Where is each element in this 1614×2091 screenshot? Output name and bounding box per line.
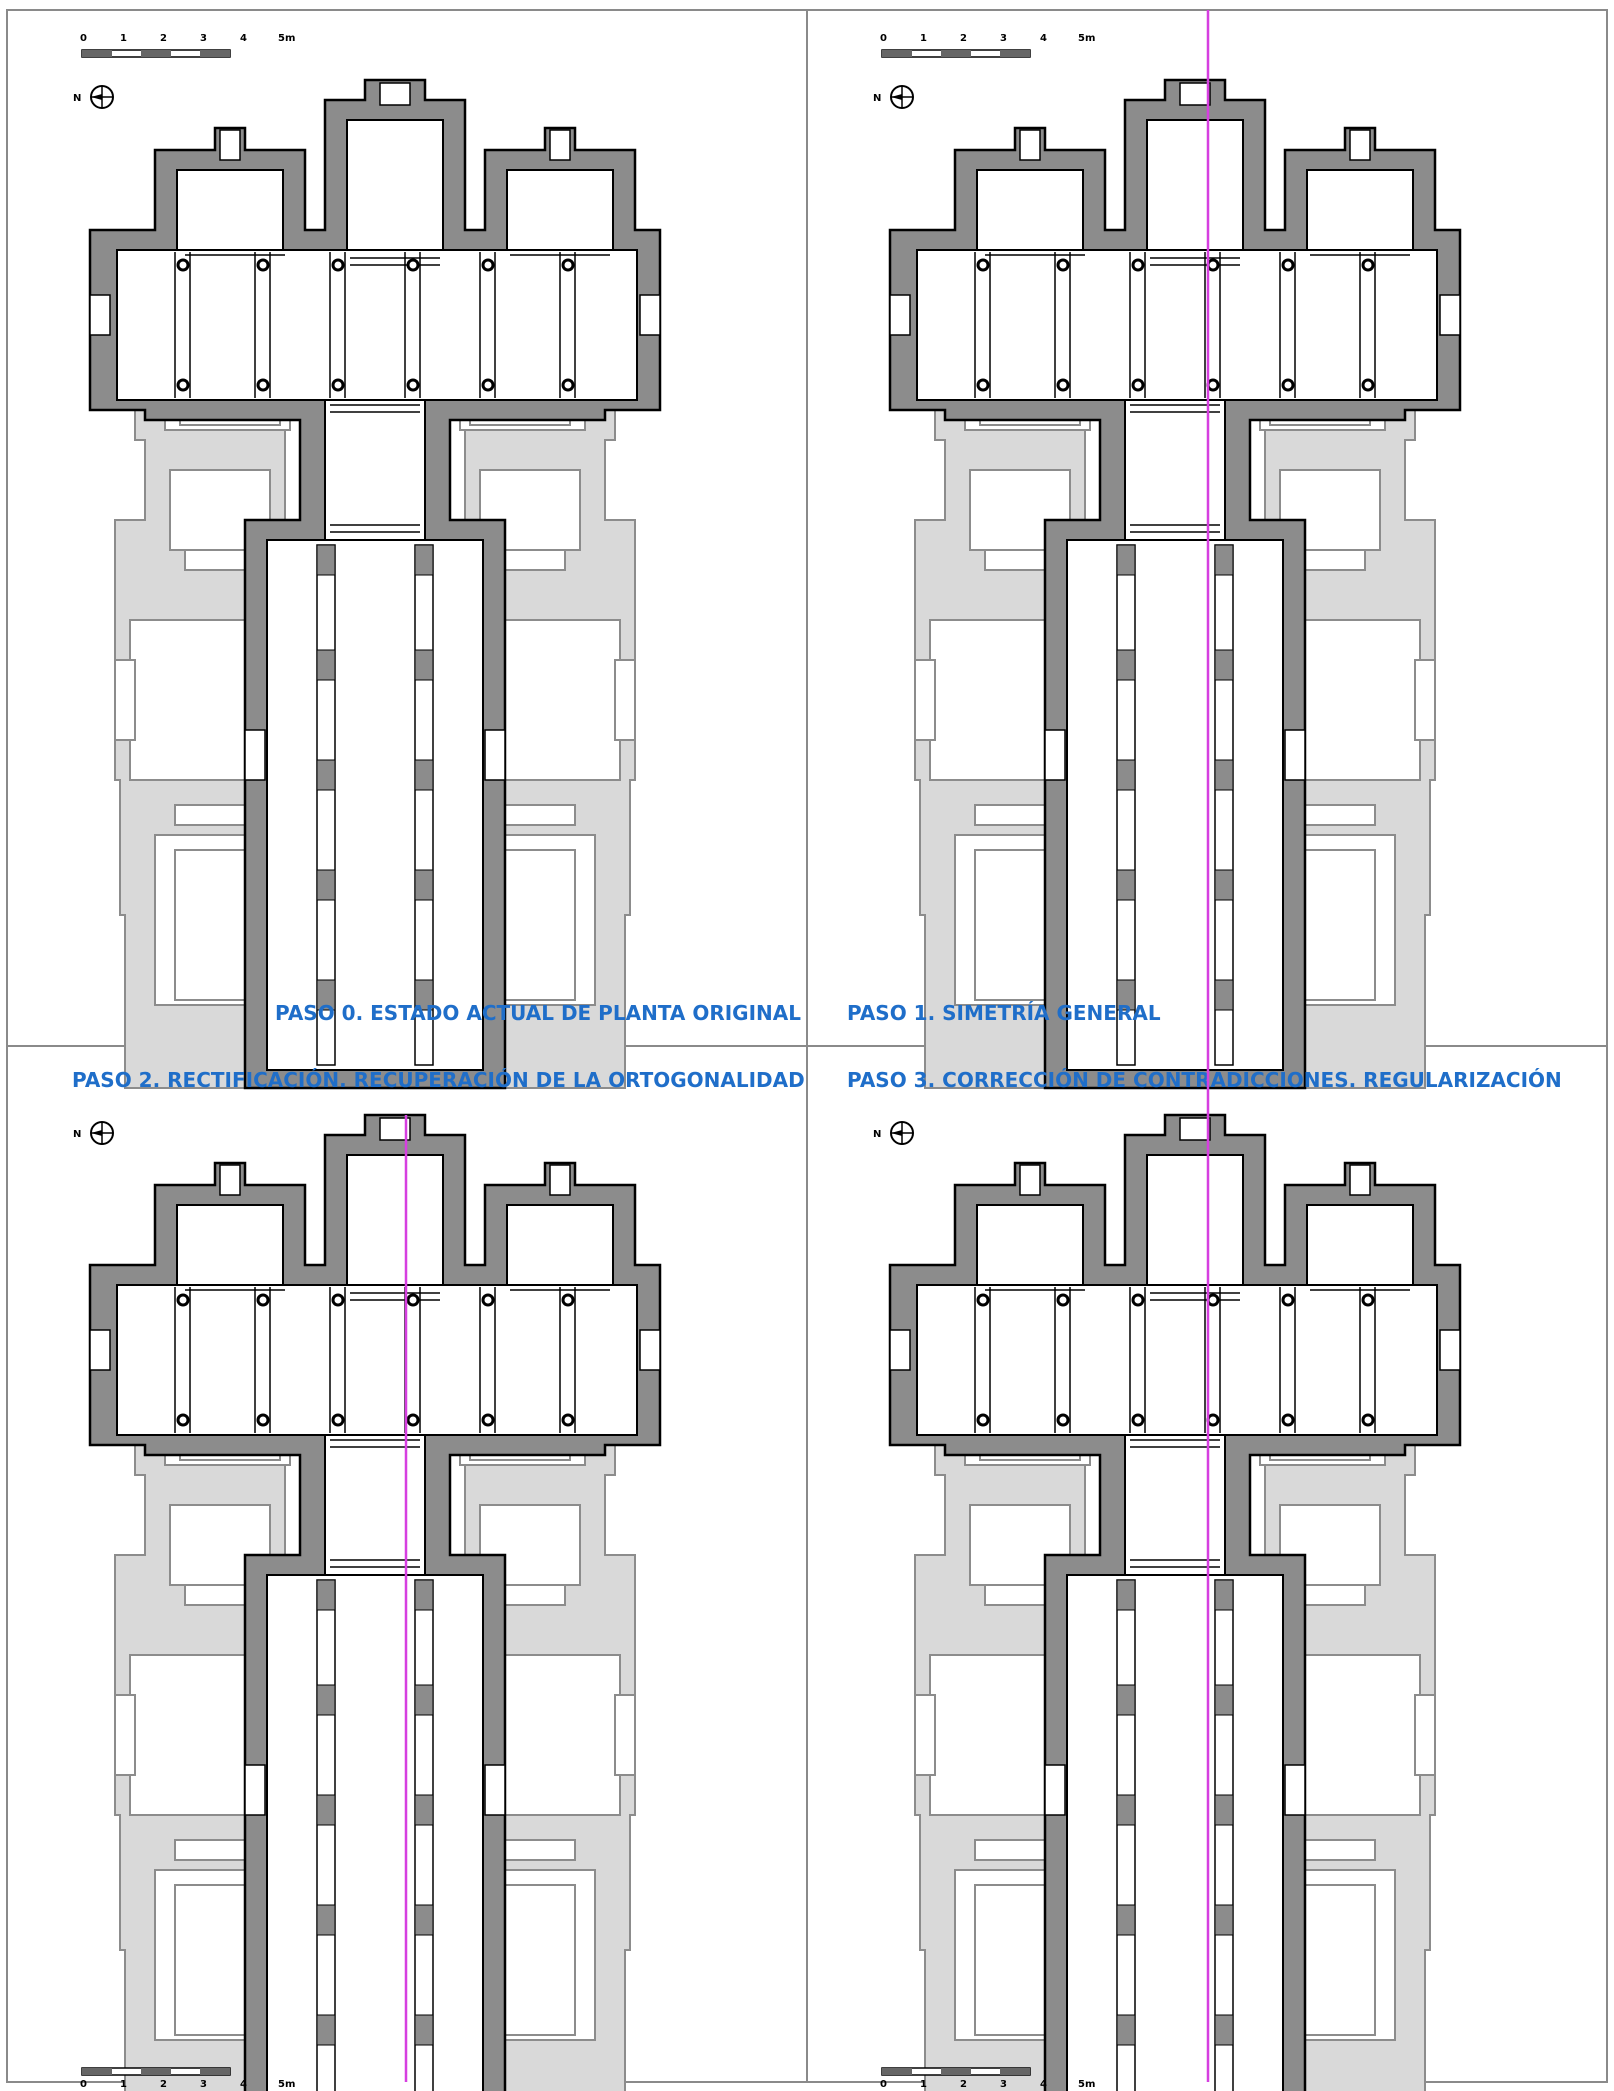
scale-label: 5m: [1078, 33, 1095, 44]
scale-bar: [881, 2067, 1031, 2076]
scale-label: 2: [160, 2079, 167, 2090]
north-arrow-icon: [90, 1121, 114, 1145]
scale-label: 2: [160, 33, 167, 44]
panel-paso0: 0 1 2 3 4 5m N PASO 0. ESTADO ACTUAL DE …: [73, 33, 801, 1090]
scale-label: 2: [960, 33, 967, 44]
scale-label: 4: [240, 2079, 247, 2090]
scale-label: 0: [80, 2079, 87, 2090]
panel-title: PASO 2. RECTIFICACIÓN. RECUPERACIÓN DE L…: [72, 1068, 805, 1092]
scale-label: 4: [1040, 2079, 1047, 2090]
symmetry-axes: [404, 10, 1210, 2082]
scale-label: 0: [880, 2079, 887, 2090]
scale-label: 5m: [1078, 2079, 1095, 2090]
scale-label: 2: [960, 2079, 967, 2090]
scale-label: 3: [200, 2079, 207, 2090]
scale-labels: 0 1 2 3 4 5m: [80, 2079, 295, 2090]
scale-labels: 0 1 2 3 4 5m: [880, 2079, 1095, 2090]
scale-bar: [81, 2067, 231, 2076]
scale-label: 0: [880, 33, 887, 44]
north-label: N: [73, 93, 81, 104]
scale-label: 5m: [278, 33, 295, 44]
panel-paso3: PASO 3. CORRECCIÓN DE CONTRADICCIONES. R…: [847, 1068, 1562, 2091]
panel-paso1: 0 1 2 3 4 5m N PASO 1. SIMETRÍA GENERAL: [847, 33, 1462, 1090]
north-label: N: [873, 1129, 881, 1140]
plan-drawing: [88, 1113, 662, 2091]
scale-label: 1: [120, 33, 127, 44]
scale-label: 0: [80, 33, 87, 44]
scale-label: 4: [1040, 33, 1047, 44]
scale-label: 1: [920, 2079, 927, 2090]
panel-title: PASO 0. ESTADO ACTUAL DE PLANTA ORIGINAL: [275, 1001, 801, 1025]
plan-drawing: [888, 78, 1462, 1090]
panel-title: PASO 1. SIMETRÍA GENERAL: [847, 1001, 1161, 1025]
north-arrow-icon: [890, 1121, 914, 1145]
scale-label: 4: [240, 33, 247, 44]
scale-bar: [81, 49, 231, 58]
plan-drawing: [888, 1113, 1462, 2091]
panel-title: PASO 3. CORRECCIÓN DE CONTRADICCIONES. R…: [847, 1068, 1562, 1092]
north-label: N: [73, 1129, 81, 1140]
north-label: N: [873, 93, 881, 104]
scale-label: 1: [920, 33, 927, 44]
scale-label: 3: [1000, 33, 1007, 44]
scale-labels: 0 1 2 3 4 5m: [80, 33, 295, 44]
scale-bar: [881, 49, 1031, 58]
scale-label: 3: [1000, 2079, 1007, 2090]
scale-label: 5m: [278, 2079, 295, 2090]
scale-label: 3: [200, 33, 207, 44]
panel-paso2: PASO 2. RECTIFICACIÓN. RECUPERACIÓN DE L…: [72, 1068, 805, 2091]
scale-labels: 0 1 2 3 4 5m: [880, 33, 1095, 44]
north-arrow-icon: [890, 85, 914, 109]
north-arrow-icon: [90, 85, 114, 109]
scale-label: 1: [120, 2079, 127, 2090]
plan-drawing: [88, 78, 662, 1090]
